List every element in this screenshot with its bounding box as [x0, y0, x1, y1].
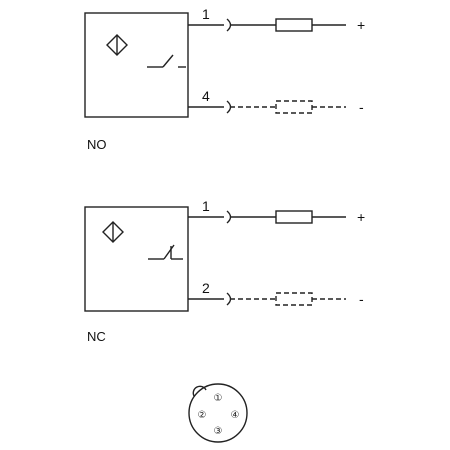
wire-no-pin4: 4 - — [188, 88, 364, 115]
wire-nc-pin1: 1 + — [188, 198, 365, 225]
connector-pin-3: ③ — [214, 426, 223, 437]
plug-connector-icon — [226, 292, 232, 306]
load-resistor-icon — [275, 100, 313, 114]
connector-key-notch — [192, 385, 207, 397]
polarity-label: + — [357, 209, 365, 225]
polarity-label: - — [359, 291, 364, 307]
sensor-symbol-icon — [102, 221, 124, 243]
pin-number: 1 — [202, 6, 210, 22]
pin-number: 4 — [202, 88, 210, 104]
sensor-body-no — [84, 12, 189, 118]
diagram-label-no: NO — [87, 137, 107, 152]
wire-no-pin1: 1 + — [188, 6, 365, 33]
sensor-body-nc — [84, 206, 189, 312]
load-resistor-icon — [275, 18, 313, 32]
polarity-label: - — [359, 99, 364, 115]
load-resistor-icon — [275, 292, 313, 306]
load-resistor-icon — [275, 210, 313, 224]
polarity-label: + — [357, 17, 365, 33]
normally-open-contact-icon — [147, 54, 186, 68]
connector-pin-1: ① — [214, 393, 223, 404]
connector-pinout: ① ② ③ ④ — [188, 383, 248, 443]
wire-nc-pin2: 2 - — [188, 280, 364, 307]
plug-connector-icon — [226, 18, 232, 32]
plug-connector-icon — [226, 100, 232, 114]
pin-number: 1 — [202, 198, 210, 214]
nc-diagram: 1 + 2 - NC — [84, 198, 365, 344]
connector-pin-4: ④ — [231, 410, 240, 421]
sensor-symbol-icon — [106, 34, 128, 56]
connector-outline — [188, 383, 248, 443]
pin-number: 2 — [202, 280, 210, 296]
normally-closed-contact-icon — [148, 244, 183, 260]
no-diagram: 1 + 4 - NO — [84, 6, 365, 152]
plug-connector-icon — [226, 210, 232, 224]
diagram-label-nc: NC — [87, 329, 106, 344]
connector-pin-2: ② — [198, 410, 207, 421]
